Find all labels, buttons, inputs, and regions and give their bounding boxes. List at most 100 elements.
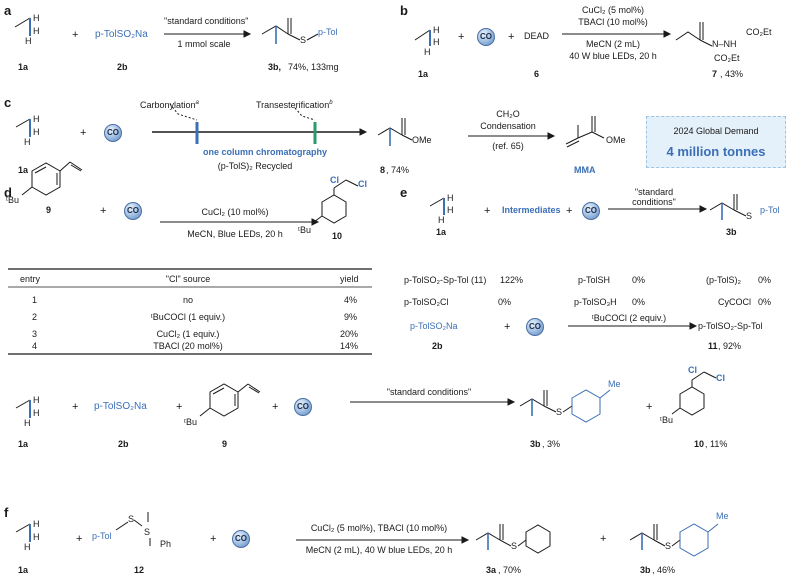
compound-id-9: 9 — [46, 205, 52, 215]
product-yield: , 74% — [386, 165, 410, 175]
global-demand-box: 2024 Global Demand 4 million tonnes — [646, 116, 786, 168]
intermediate-name: p-TolSO₃H — [574, 297, 617, 307]
arrow-condition-top: conditions" — [632, 197, 676, 207]
atom-label: H — [33, 408, 40, 418]
atom-label: H — [433, 25, 440, 35]
plus-sign: + — [566, 205, 573, 217]
condition-solvent: MeCN (2 mL) — [585, 39, 640, 49]
atom-label: H — [447, 193, 454, 203]
co-ball-icon: CO — [232, 530, 250, 548]
methyl-label: Me — [608, 379, 621, 389]
compound-id-2b: 2b — [117, 62, 128, 72]
mma-label: MMA — [574, 165, 596, 175]
condition-catalyst: CuCl₂ (10 mol%) — [201, 207, 269, 217]
cell-source: CuCl₂ (1 equiv.) — [156, 329, 220, 339]
compound-id-10: 10 — [332, 231, 343, 241]
reagent-name: p-TolSO₂Na — [410, 321, 458, 331]
intermediate-name: p-TolSO₂Cl — [404, 297, 449, 307]
ester-group: CO₂Et — [746, 27, 772, 37]
co-ball-icon: CO — [582, 202, 600, 220]
sulfur-atom: S — [746, 211, 753, 221]
header-entry: entry — [20, 274, 41, 284]
co-ball-icon: CO — [526, 318, 544, 336]
panel-label-b: b — [400, 3, 408, 18]
compound-id-1a: 1a — [18, 565, 29, 575]
arrow-condition-top: "standard — [634, 187, 674, 197]
plus-sign: + — [72, 29, 79, 41]
intermediate-yield: 0% — [758, 297, 772, 307]
compound-id-3b: 3b — [640, 565, 651, 575]
plus-sign: + — [458, 31, 465, 43]
plus-sign: + — [72, 401, 79, 413]
atom-label: H — [33, 395, 40, 405]
plus-sign: + — [484, 205, 491, 217]
intermediate-yield: 0% — [758, 275, 772, 285]
plus-sign: + — [210, 533, 217, 545]
compound-id-6: 6 — [534, 69, 540, 79]
atom-label: H — [438, 215, 445, 225]
demand-value: 4 million tonnes — [666, 144, 766, 159]
demand-title: 2024 Global Demand — [673, 126, 759, 136]
table-row: 1 no 4% — [8, 293, 372, 311]
plus-sign: + — [80, 127, 87, 139]
compound-id-2b: 2b — [432, 341, 443, 351]
plus-sign: + — [600, 533, 607, 545]
table-row: 4 TBACl (20 mol%) 14% — [8, 339, 372, 357]
co-ball-icon: CO — [104, 124, 122, 142]
methoxy-group: OMe — [412, 135, 432, 145]
intermediate-name: CyCOCl — [718, 297, 751, 307]
product-yield: , 43% — [720, 69, 744, 79]
cell-yield: 4% — [344, 295, 358, 305]
arrow-condition-top: "standard conditions" — [386, 387, 472, 397]
compound-id-3a: 3a — [486, 565, 497, 575]
plus-sign: + — [646, 401, 653, 413]
step-transesterification: Transesterificationb — [256, 100, 333, 110]
header-source: "Cl" source — [165, 274, 211, 284]
compound-id-2b: 2b — [118, 439, 129, 449]
chlorine-atom: Cl — [688, 365, 697, 375]
atom-label: H — [447, 205, 454, 215]
chlorine-atom: Cl — [716, 373, 725, 383]
compound-id-1a: 1a — [18, 62, 29, 72]
panel-label-a: a — [4, 3, 12, 18]
cell-yield: 9% — [344, 312, 358, 322]
compound-id-1a: 1a — [18, 165, 29, 175]
panel-label-f: f — [4, 505, 9, 520]
tol-group: p-Tol — [318, 27, 338, 37]
tol-group: p-Tol — [92, 531, 112, 541]
tbu-group: ᵗBu — [660, 415, 673, 425]
compound-id-1a: 1a — [418, 69, 429, 79]
methoxy-group: OMe — [606, 135, 626, 145]
atom-label: H — [33, 532, 40, 542]
hydrazide-nn: N–NH — [712, 39, 737, 49]
intermediate-name: p-TolSO₂-Sp-Tol (11) — [404, 275, 487, 285]
atom-label: H — [25, 36, 32, 46]
chromatography-note: one column chromatography — [202, 147, 327, 157]
atom-label: H — [424, 47, 431, 57]
tbu-group: ᵗBu — [298, 225, 311, 235]
step-carbonylation: Carbonylationa — [140, 100, 199, 110]
atom-label: H — [24, 418, 31, 428]
plus-sign: + — [272, 401, 279, 413]
atom-label: H — [33, 26, 40, 36]
condition-reagent: ᵗBuCOCl (2 equiv.) — [591, 313, 667, 323]
sulfur-atom: S — [144, 527, 151, 537]
co-ball-icon: CO — [294, 398, 312, 416]
cell-source: TBACl (20 mol%) — [153, 341, 223, 351]
panel-label-e: e — [400, 185, 408, 200]
compound-id-12: 12 — [134, 565, 145, 575]
sulfur-atom: S — [665, 541, 672, 551]
atom-label: H — [33, 13, 40, 23]
cell-entry: 3 — [32, 329, 38, 339]
panel-label-d: d — [4, 185, 12, 200]
compound-id-9: 9 — [222, 439, 228, 449]
chlorine-atom: Cl — [358, 179, 367, 189]
intermediate-yield: 0% — [498, 297, 512, 307]
tbu-group: ᵗBu — [6, 195, 19, 205]
product-yield: , 70% — [498, 565, 522, 575]
intermediate-name: (p-TolS)₂ — [706, 275, 741, 285]
reagent-name: p-TolSO₂Na — [94, 401, 147, 412]
atom-label: H — [33, 114, 40, 124]
compound-id-3b: 3b — [726, 227, 737, 237]
